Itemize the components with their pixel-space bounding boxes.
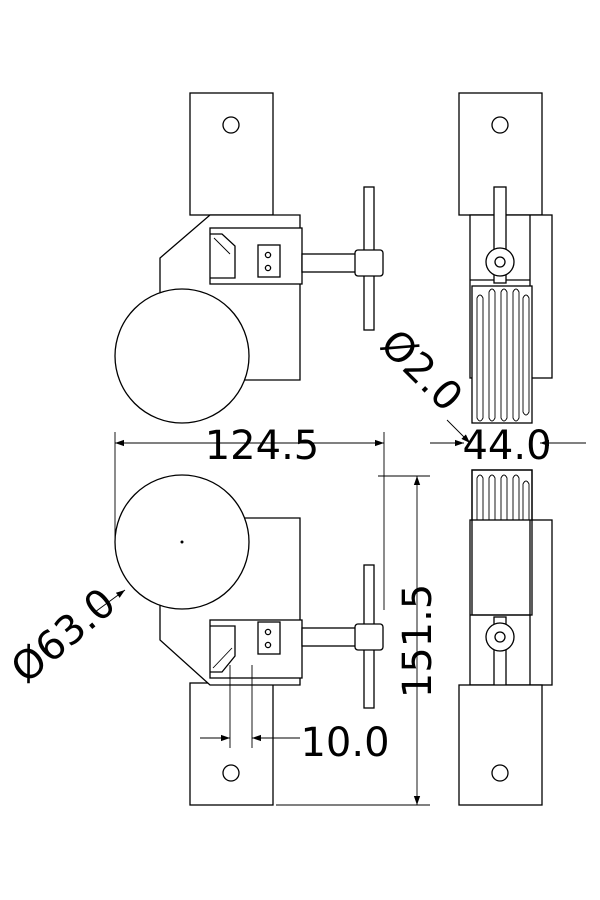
lower-mount-hole [222, 764, 240, 782]
side-lower-body [469, 519, 553, 686]
upper-coil-grooves [476, 288, 530, 422]
cable-diameter-label: Ø2.0 [371, 321, 471, 421]
lower-clamp-insert [257, 621, 281, 655]
upper-mount-tab [189, 92, 274, 216]
upper-mount-hole [222, 116, 240, 134]
upper-screw-knob [354, 249, 384, 277]
upper-clamp-insert [257, 244, 281, 278]
lower-screw-shaft [301, 627, 363, 647]
dim-side-width: 44.0 [430, 423, 586, 469]
dim-roller-diameter: Ø63.0 [3, 580, 126, 693]
front-view-lower [114, 474, 384, 806]
side-upper-coil [471, 285, 533, 424]
lower-mount-tab [189, 682, 274, 806]
overall-width-label: 124.5 [205, 423, 320, 469]
slot-width-label: 10.0 [300, 720, 389, 766]
dim-overall-height: 151.5 [276, 475, 441, 806]
dim-cable-diameter: Ø2.0 [371, 321, 471, 444]
side-width-label: 44.0 [462, 423, 551, 469]
dim-slot-width: 10.0 [200, 665, 390, 766]
roller-diameter-label: Ø63.0 [3, 580, 125, 693]
lower-screw-knob [354, 623, 384, 651]
side-bottom-mount [458, 684, 543, 806]
side-lower-knob [485, 622, 515, 652]
side-upper-knob [485, 247, 515, 277]
overall-height-label: 151.5 [395, 584, 441, 699]
front-view-upper [114, 92, 384, 424]
side-view [458, 92, 553, 806]
upper-screw-shaft [301, 253, 363, 273]
roller-center-mark [180, 540, 184, 544]
dim-overall-width: 124.5 [114, 423, 385, 610]
upper-roller [114, 288, 250, 424]
